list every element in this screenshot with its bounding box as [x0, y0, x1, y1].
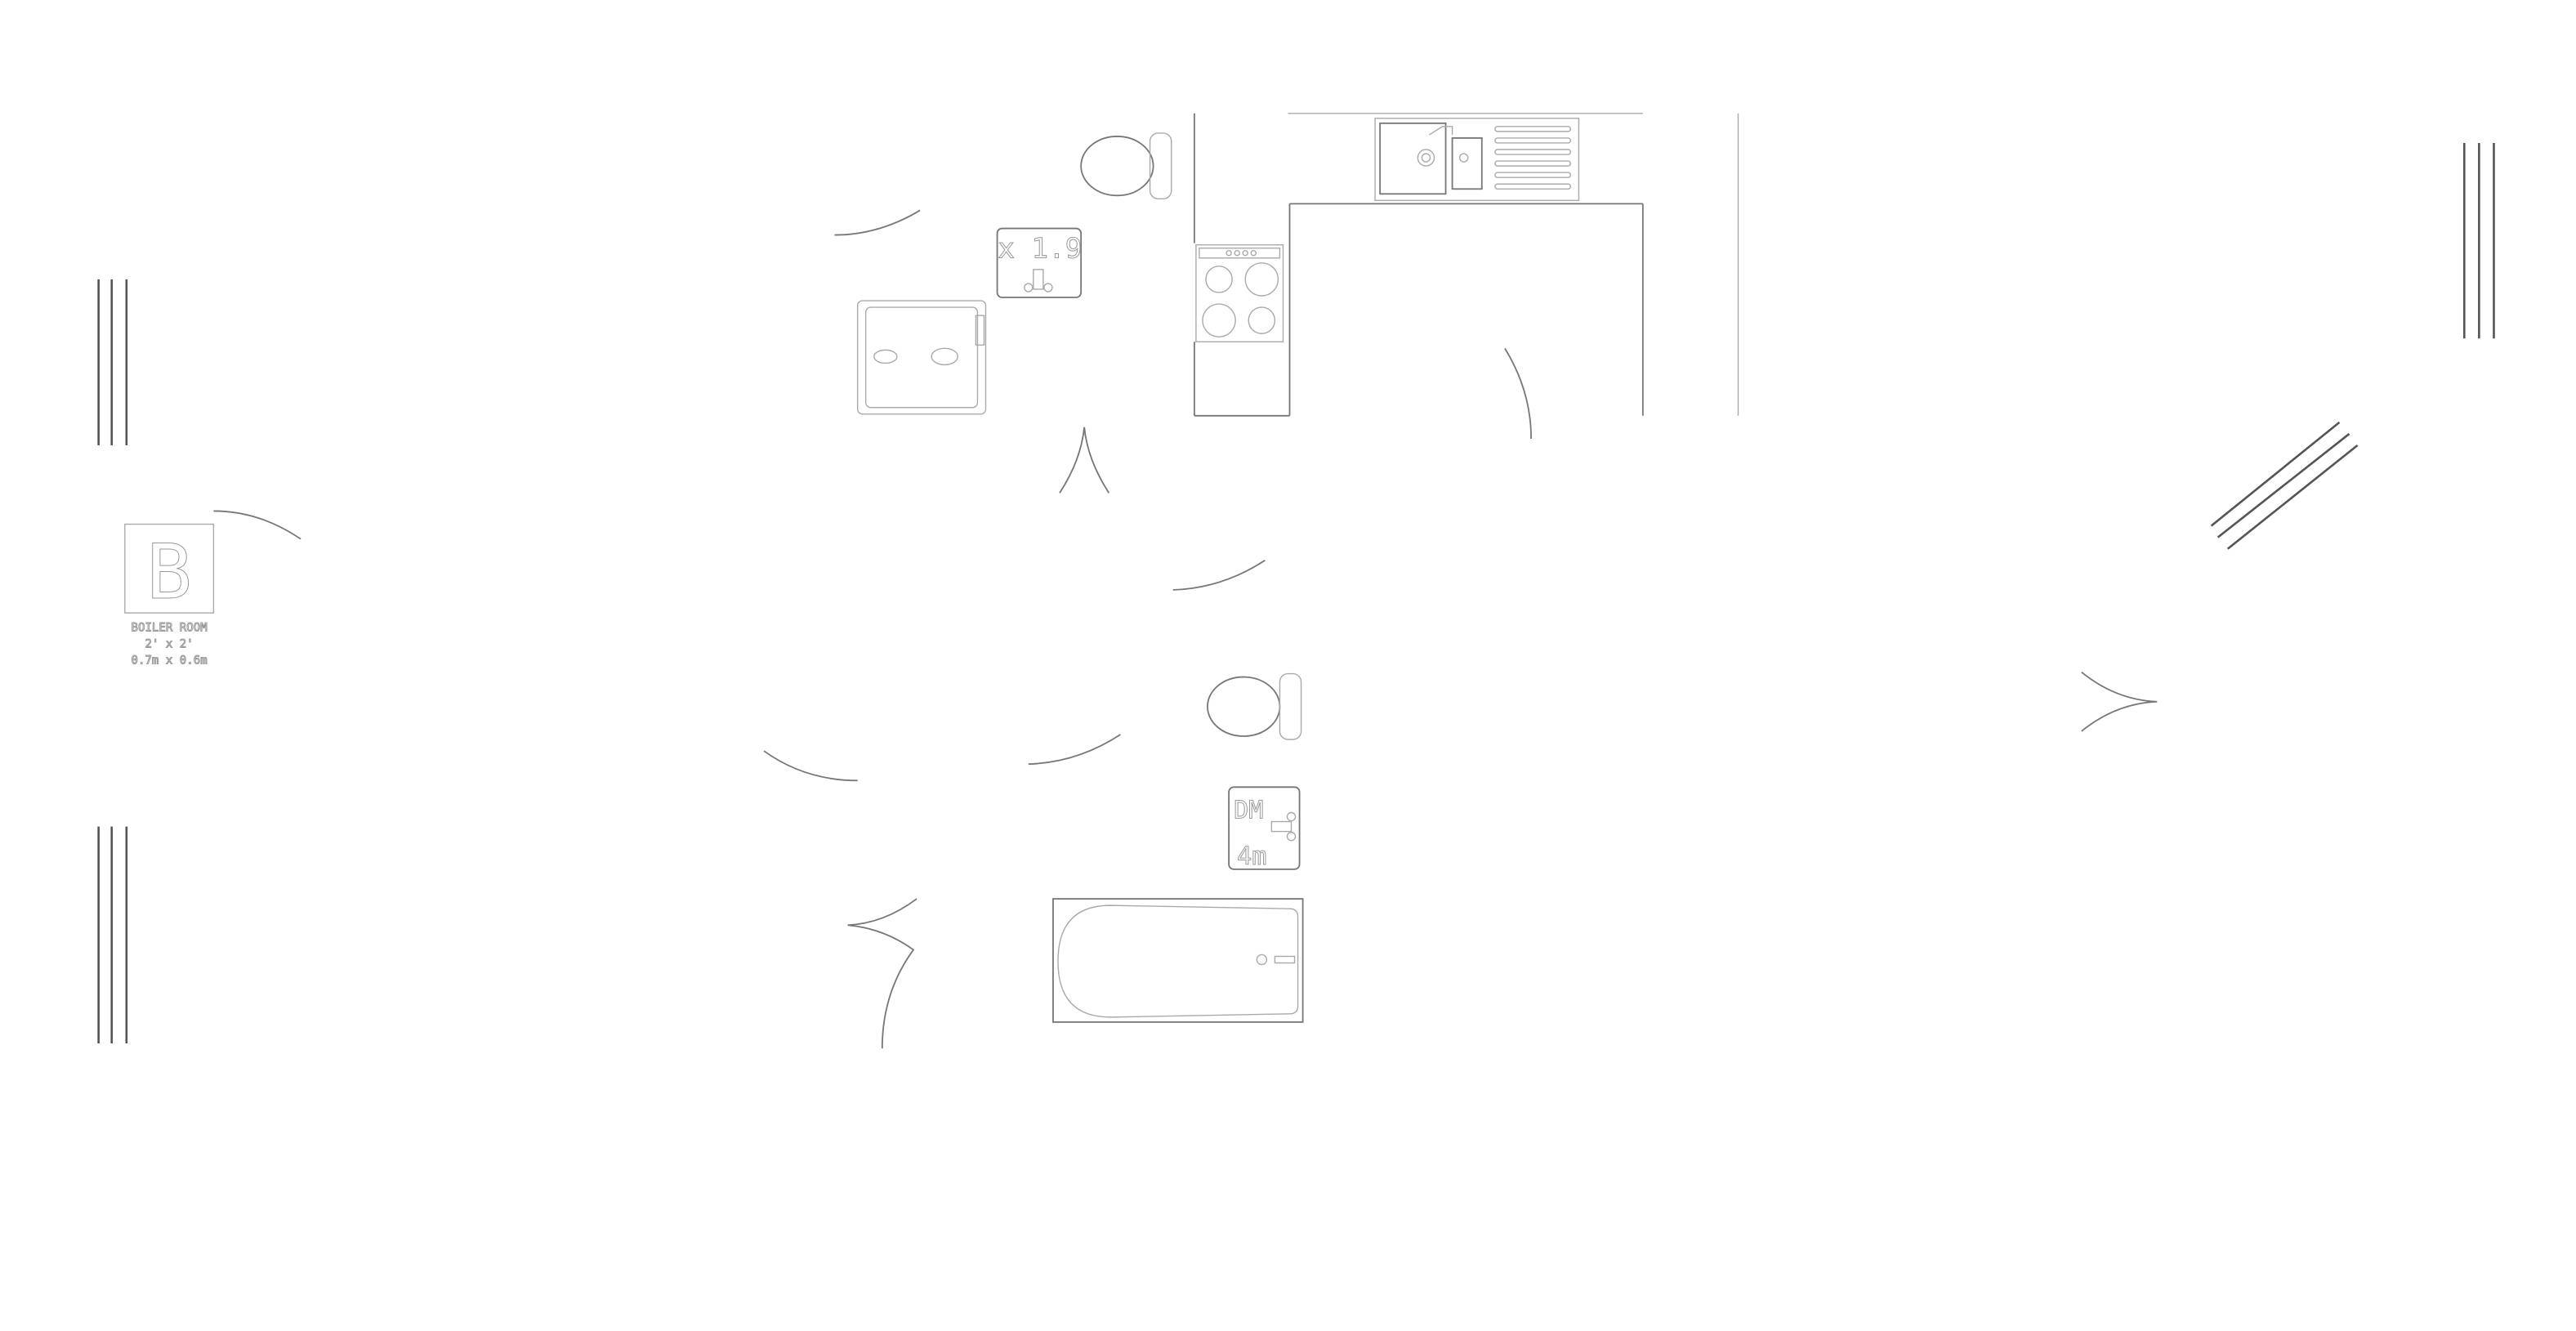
window-right-diagonal — [2210, 421, 2359, 550]
boiler-room: B BOILER ROOM 2' x 2' 0.7m x 0.6m — [124, 523, 215, 668]
toilet-bottom — [1207, 672, 1302, 740]
window-left-bottom — [97, 826, 128, 1044]
boiler-room-size-m: 0.7m x 0.6m — [132, 654, 208, 667]
door-swing — [834, 209, 921, 236]
sink-label: x 1.9 — [998, 233, 1082, 266]
washbasin-top: x 1.9 — [996, 227, 1083, 298]
washbasin-bottom: DM 4m — [1228, 786, 1301, 871]
door-swing — [1172, 560, 1266, 591]
door-swing — [213, 510, 301, 540]
door-swing — [763, 750, 858, 782]
boiler-room-size-ft: 2' x 2' — [145, 637, 193, 650]
kitchen-sink — [1374, 118, 1580, 202]
door-swings — [213, 209, 2158, 1049]
window-left-top — [97, 279, 128, 446]
basin-label-bottom: 4m — [1237, 842, 1266, 871]
basin-label-top: DM — [1234, 797, 1263, 825]
boiler-room-label: BOILER ROOM — [132, 621, 208, 634]
door-swing — [1059, 427, 1110, 494]
bathtub — [1052, 898, 1304, 1023]
door-swing — [1028, 734, 1121, 766]
window-right-top — [2462, 142, 2495, 339]
toilet-top — [1080, 132, 1172, 200]
door-swing — [2081, 671, 2158, 732]
boiler-room-letter: B — [146, 528, 192, 616]
hob — [1195, 243, 1284, 343]
door-swing — [847, 924, 915, 1049]
door-swing — [847, 898, 917, 927]
shower-tray — [856, 300, 987, 415]
door-swing — [1504, 347, 1533, 439]
kitchen-walls — [1193, 113, 1739, 417]
